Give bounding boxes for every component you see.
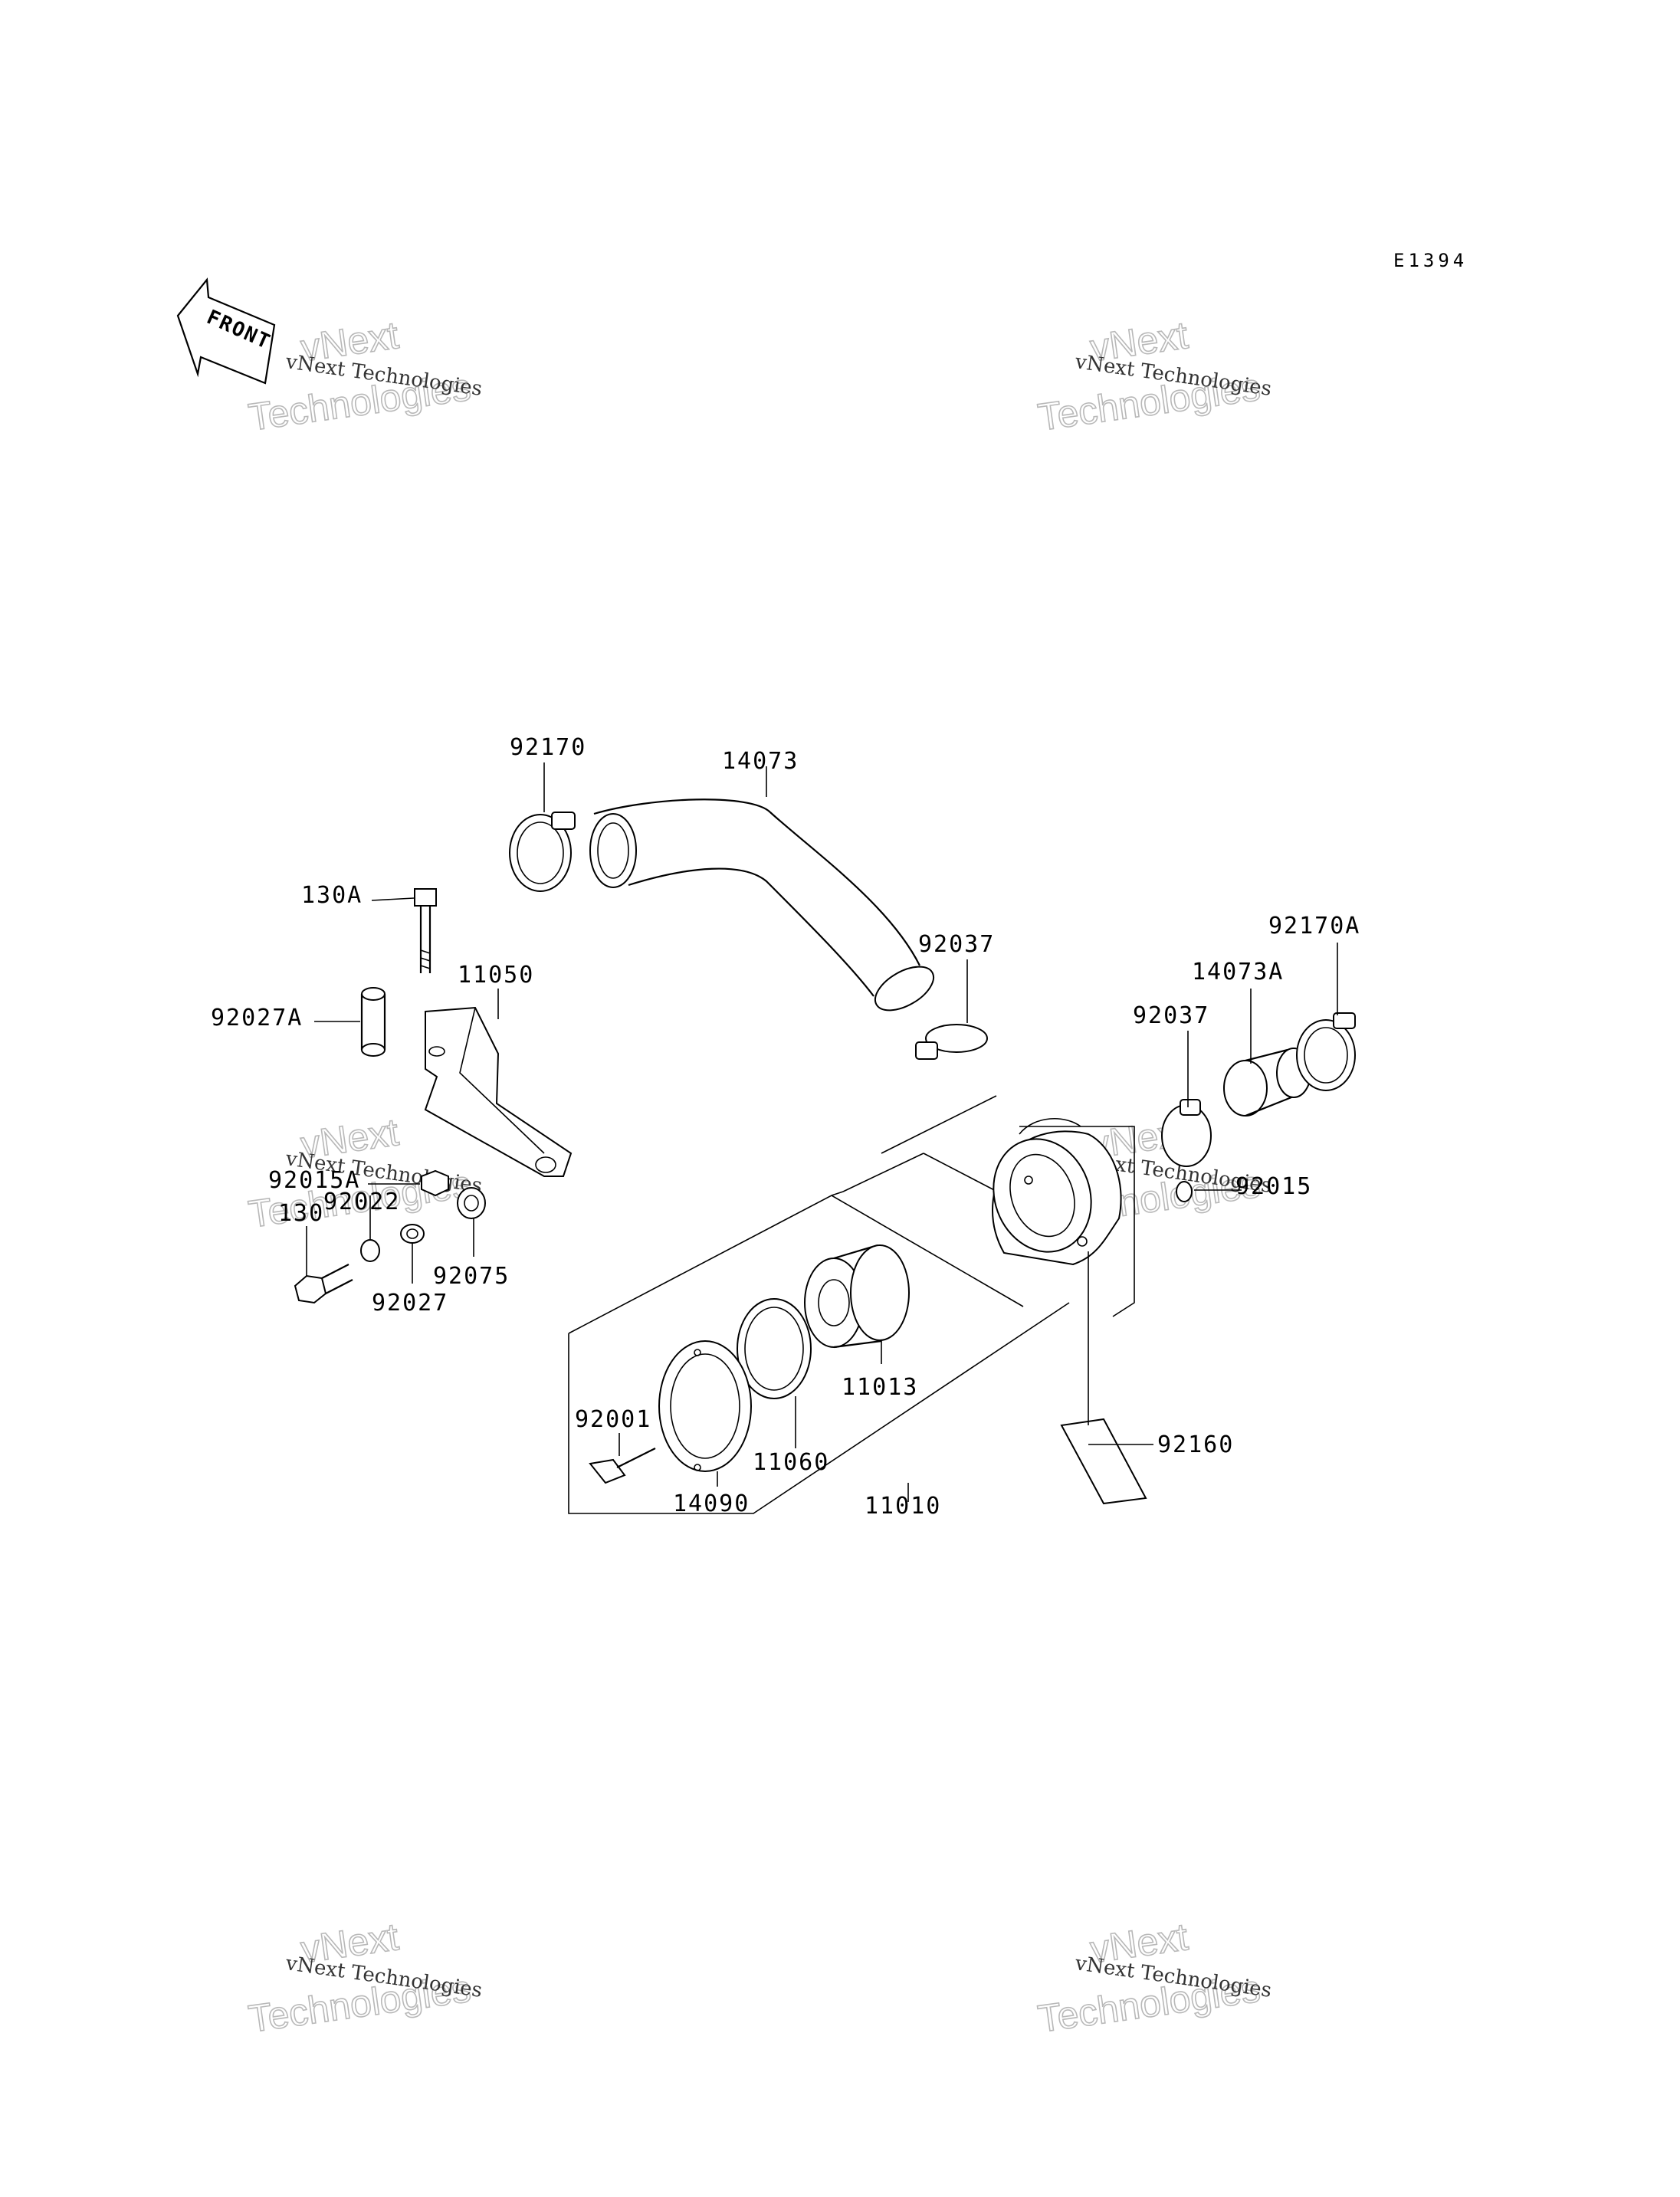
washer-92022: [360, 1239, 380, 1262]
label-92037-right: 92037: [1133, 1002, 1209, 1029]
label-92027A: 92027A: [211, 1005, 303, 1031]
label-92015: 92015: [1235, 1173, 1312, 1200]
label-11013: 11013: [842, 1374, 918, 1401]
intake-hose-14073: [589, 798, 934, 1012]
label-92170: 92170: [510, 734, 586, 761]
label-92001: 92001: [575, 1406, 651, 1433]
bracket-11050: [424, 1006, 573, 1177]
boot-14073A: [1223, 1048, 1311, 1117]
label-92027: 92027: [372, 1290, 448, 1317]
diagram-code: E1394: [1393, 250, 1468, 271]
label-92022: 92022: [323, 1189, 400, 1215]
label-14073A: 14073A: [1192, 959, 1284, 985]
hose-clamp-92037-right: [1161, 1099, 1212, 1167]
bolt-130: [294, 1264, 353, 1304]
label-11050: 11050: [458, 962, 534, 989]
nut-92015A: [421, 1169, 449, 1197]
label-11060: 11060: [753, 1449, 829, 1476]
label-11010: 11010: [865, 1493, 941, 1520]
hose-clamp-92170A: [1296, 1012, 1356, 1091]
label-92160: [1060, 1418, 1147, 1505]
label-14073: 14073: [722, 748, 799, 775]
front-arrow-icon: FRONT: [176, 277, 276, 385]
label-130: 130: [278, 1200, 324, 1227]
wing-bolt-92001: [589, 1448, 656, 1484]
collar-92027: [400, 1224, 425, 1244]
label-92037-upper: 92037: [918, 931, 995, 958]
bolt-130A: [414, 888, 437, 973]
leader-lines: [306, 762, 1338, 1502]
label-92170A: 92170A: [1268, 913, 1360, 939]
filter-element-11013: [804, 1244, 910, 1349]
label-92075: 92075: [433, 1263, 510, 1290]
grommet-92075: [457, 1187, 486, 1219]
label-130A: 130A: [301, 882, 363, 909]
gasket-11060: [737, 1298, 812, 1399]
nut-92015: [1176, 1181, 1193, 1202]
spacer-92027A: [360, 987, 386, 1057]
label-14090: 14090: [673, 1490, 750, 1517]
air-box-housing: [992, 1118, 1122, 1266]
hose-clamp-92170: [509, 812, 576, 892]
hose-clamp-92037-upper: [915, 1024, 988, 1060]
label-92160: 92160: [1157, 1431, 1234, 1458]
cover-14090: [658, 1340, 752, 1472]
label-92015A: 92015A: [268, 1167, 360, 1194]
front-label: FRONT: [203, 306, 274, 354]
